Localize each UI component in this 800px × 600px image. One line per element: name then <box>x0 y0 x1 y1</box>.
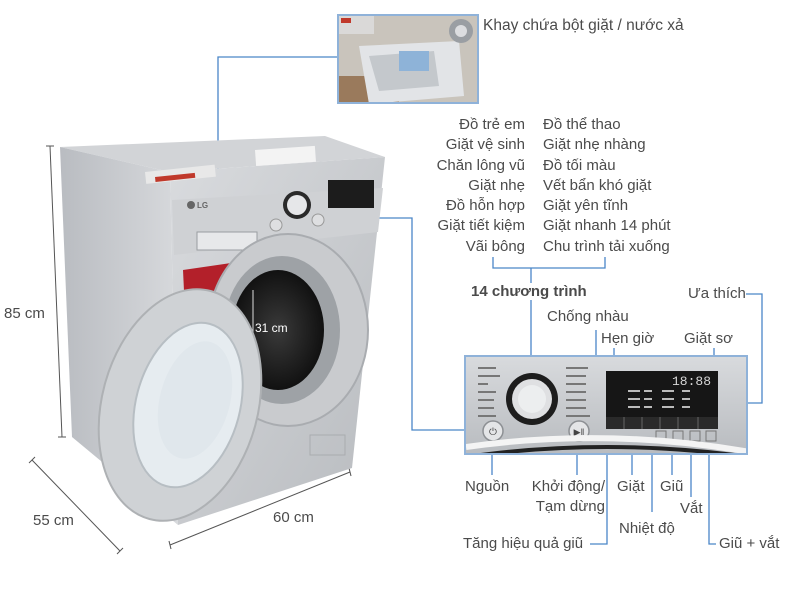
wrinkle-care-label: Chống nhàu <box>547 308 629 325</box>
door-opening-dimension: 31 cm <box>255 321 288 335</box>
temperature-label: Nhiệt độ <box>619 520 675 537</box>
detergent-drawer-photo <box>337 14 479 104</box>
svg-text:⏻: ⏻ <box>489 427 497 438</box>
prewash-label: Giặt sơ <box>684 330 734 347</box>
control-panel-closeup: ⏻ ▶‖ 18:88 <box>464 355 748 455</box>
program-item: Giặt vệ sinh <box>445 136 525 154</box>
favorite-label: Ưa thích <box>688 285 746 302</box>
depth-dimension: 55 cm <box>33 512 74 529</box>
program-item: Giặt nhẹ nhàng <box>543 136 646 154</box>
brand-logo: LG <box>197 201 209 210</box>
start-pause-line2: Tạm dừng <box>535 498 605 515</box>
program-item: Giặt tiết kiệm <box>437 217 525 235</box>
program-item: Đồ thể thao <box>543 116 621 133</box>
programs-left-column: Đồ trẻ em Giặt vệ sinh Chăn lông vũ Giặt… <box>437 115 525 257</box>
spin-label: Vắt <box>680 500 703 517</box>
height-dimension: 85 cm <box>4 305 45 322</box>
programs-right-column: Đồ thể thao Giặt nhẹ nhàng Đồ tối màu Vế… <box>543 115 671 257</box>
rinse-spin-label: Giũ + vắt <box>719 535 780 552</box>
program-item: Giặt yên tĩnh <box>543 197 629 215</box>
program-item: Chu trình tải xuống <box>543 237 670 255</box>
power-label: Nguồn <box>465 478 510 495</box>
svg-text:▶‖: ▶‖ <box>574 427 585 437</box>
program-item: Giặt nhẹ <box>468 176 525 194</box>
rinse-plus-label: Tăng hiệu quả giũ <box>463 535 584 552</box>
washing-machine-illustration <box>60 136 385 525</box>
program-item: Đồ tối màu <box>543 156 616 174</box>
program-item: Đồ hỗn hợp <box>445 197 525 215</box>
programs-title: 14 chương trình <box>471 283 587 300</box>
dispenser-label: Khay chứa bột giặt / nước xả <box>483 17 684 34</box>
display-time: 18:88 <box>672 374 711 389</box>
start-pause-label: Khởi động/ Tạm dừng <box>525 478 605 516</box>
timer-label: Hẹn giờ <box>601 330 655 347</box>
rinse-label: Giũ <box>660 478 684 495</box>
wash-label: Giặt <box>617 478 645 495</box>
program-item: Vãi bông <box>465 237 525 255</box>
program-item: Vết bẩn khó giặt <box>543 176 652 194</box>
width-dimension: 60 cm <box>273 509 314 526</box>
program-item: Đồ trẻ em <box>459 116 525 133</box>
program-item: Giặt nhanh 14 phút <box>543 217 671 235</box>
start-pause-line1: Khởi động/ <box>531 478 605 495</box>
program-item: Chăn lông vũ <box>436 156 525 174</box>
